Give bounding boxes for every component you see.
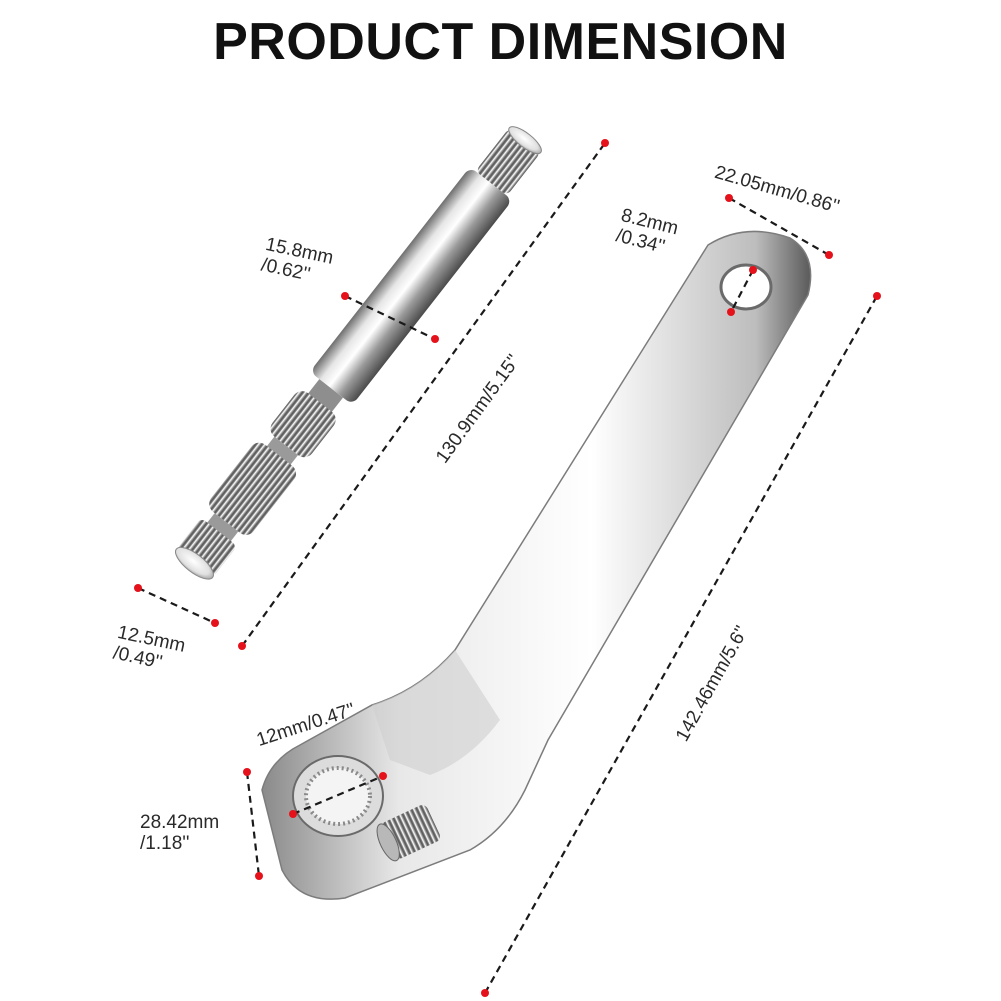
shaft-end-diameter-line [137, 586, 216, 625]
shaft-part [175, 126, 542, 580]
shaft-bottom-knurl [209, 442, 297, 535]
shaft-body [313, 170, 510, 402]
bore-diameter-line [292, 774, 384, 816]
arm-top-hole [719, 263, 773, 311]
shaft-end-cap [175, 546, 214, 580]
clamp-height-line [245, 771, 261, 877]
dimension-markers [134, 139, 881, 997]
clamp-height-label: 28.42mm /1.18'' [140, 812, 220, 854]
shaft-body-diameter-line [344, 295, 436, 340]
page-title: PRODUCT DIMENSION [213, 13, 788, 71]
hole-diameter-line [730, 269, 754, 313]
dimension-lines [137, 142, 878, 994]
clamp-bolt [376, 805, 440, 862]
kick-arm-part [261, 230, 812, 900]
arm-length-line [484, 295, 878, 994]
shaft-length-line [241, 142, 606, 647]
shaft-lower-knurl [270, 391, 336, 458]
